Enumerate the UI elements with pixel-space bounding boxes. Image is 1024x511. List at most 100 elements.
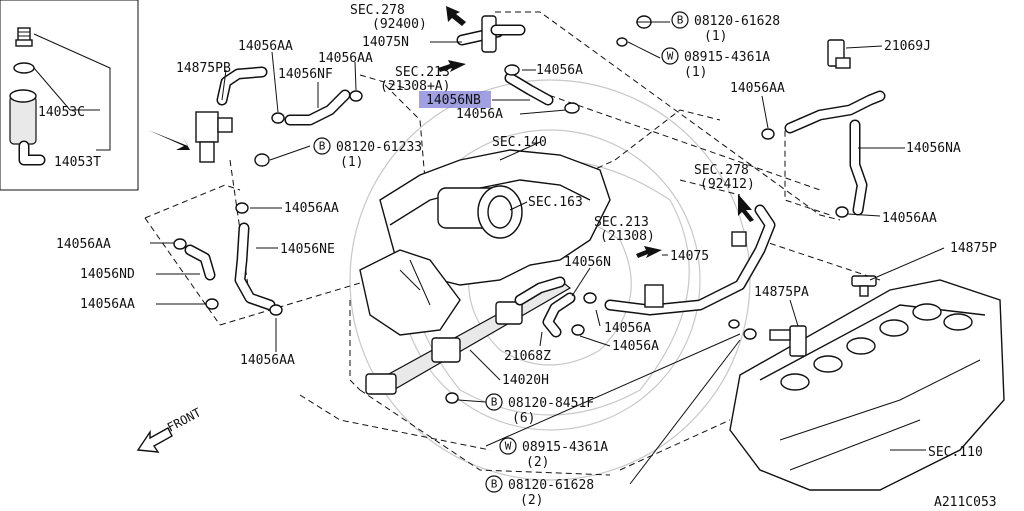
hose-14056N — [542, 292, 576, 338]
label-14020H: 14020H — [502, 373, 549, 388]
cylinder-ports — [780, 303, 973, 391]
label-14056AA-c: 14056AA — [730, 81, 785, 96]
label-14056A-c: 14056A — [604, 321, 651, 336]
label-sec213-mid: SEC.213 — [594, 215, 649, 230]
washer-icon — [13, 62, 35, 74]
water-pipe-14075 — [604, 204, 776, 316]
bolt-head-icon — [743, 328, 757, 340]
label-08120-61233-qty: (1) — [340, 155, 363, 170]
label-14053C: 14053C — [38, 105, 85, 120]
cylinder-head — [729, 279, 1005, 491]
bolt-symbol-text: B — [319, 140, 326, 153]
washer-icon — [616, 37, 628, 47]
arrow-inlet-icon — [148, 130, 190, 150]
label-14056A-d: 14056A — [612, 339, 659, 354]
label-sec213-top: SEC.213 — [395, 65, 450, 80]
clamp-icon — [571, 324, 585, 336]
label-sec278-mid: SEC.278 — [694, 163, 749, 178]
label-sec163: SEC.163 — [528, 195, 583, 210]
label-14875P: 14875P — [950, 241, 997, 256]
clamp-icon — [583, 292, 597, 304]
screw-icon — [15, 27, 33, 47]
label-08915-4361A-top: 08915-4361A — [684, 50, 770, 65]
front-label: FRONT — [165, 405, 203, 434]
label-14056A-b: 14056A — [456, 107, 503, 122]
front-arrow: FRONT — [136, 405, 203, 453]
clamp-icon — [504, 64, 520, 76]
clamp-icon — [205, 298, 219, 310]
direction-arrows — [148, 6, 754, 258]
canister-icon — [9, 89, 46, 166]
label-14056ND: 14056ND — [80, 267, 135, 282]
washer-symbol-icon — [499, 437, 517, 455]
label-14053T: 14053T — [54, 155, 101, 170]
clamp-icon — [173, 238, 187, 250]
label-14056AA-b: 14056AA — [318, 51, 373, 66]
arrow-sec213-top-icon — [438, 60, 466, 72]
clamp-icon — [235, 202, 249, 214]
clamp-icon — [564, 102, 580, 114]
label-14056NE: 14056NE — [280, 242, 335, 257]
label-sec278-top-num: (92400) — [372, 17, 427, 32]
label-14056AA-a: 14056AA — [238, 39, 293, 54]
label-14075N: 14075N — [362, 35, 409, 50]
hose-14056ND — [184, 244, 216, 281]
clamp-icon — [349, 90, 363, 102]
bolt-head-icon — [254, 153, 270, 167]
bolt-symbol-text: B — [491, 478, 498, 491]
hose-14056NA — [784, 90, 886, 216]
rail-14020H — [365, 276, 572, 395]
washer-icon — [728, 319, 740, 329]
hose-14056NE — [234, 222, 276, 311]
clip-21069J — [827, 39, 851, 69]
label-14875PA: 14875PA — [754, 285, 809, 300]
label-14056AA-g: 14056AA — [80, 297, 135, 312]
washer-symbol-text: W — [505, 440, 512, 453]
part-labels: SEC.278 (92400) 14075N B 08120-61628 (1)… — [56, 3, 997, 510]
arrow-sec213-mid-icon — [636, 246, 662, 258]
clamp-icon — [835, 206, 849, 218]
hose-14056NB — [504, 72, 554, 106]
label-08120-61628-top: 08120-61628 — [694, 14, 780, 29]
label-14056AA-e: 14056AA — [882, 211, 937, 226]
label-21068Z: 21068Z — [504, 349, 551, 364]
label-14875PB: 14875PB — [176, 61, 231, 76]
label-sec110: SEC.110 — [928, 445, 983, 460]
arrow-sec278-top-icon — [446, 6, 466, 26]
label-08120-61628-top-qty: (1) — [704, 29, 727, 44]
hose-clamps — [173, 15, 849, 404]
label-14056AA-d: 14056AA — [284, 201, 339, 216]
label-08120-61628-bot: 08120-61628 — [508, 478, 594, 493]
label-sec278-mid-num: (92412) — [700, 177, 755, 192]
hose-14056NF — [284, 89, 351, 126]
label-sec213-mid-num: (21308) — [600, 229, 655, 244]
inset-box: 14053C 14053T — [0, 0, 139, 191]
label-14056A-a: 14056A — [536, 63, 583, 78]
label-14056AA-f: 14056AA — [56, 237, 111, 252]
sensor-14875PA — [769, 325, 807, 357]
clamp-icon — [271, 112, 285, 124]
bolt-symbol-icon — [313, 137, 331, 155]
sensor-14875P — [851, 275, 877, 297]
label-08120-61628-bot-qty: (2) — [520, 493, 543, 508]
bolt-symbol-icon — [671, 11, 689, 29]
label-sec140: SEC.140 — [492, 135, 547, 150]
label-sec213-top-num: (21308+A) — [380, 79, 450, 94]
bolt-symbol-icon — [485, 393, 503, 411]
label-14056AA-h: 14056AA — [240, 353, 295, 368]
bolt-symbol-text: B — [491, 396, 498, 409]
label-08915-4361A-bot: 08915-4361A — [522, 440, 608, 455]
label-08915-4361A-bot-qty: (2) — [526, 455, 549, 470]
washer-symbol-icon — [661, 47, 679, 65]
label-21069J: 21069J — [884, 39, 931, 54]
intake-manifold — [359, 149, 611, 336]
label-14075: 14075 — [670, 249, 709, 264]
label-sec278-top: SEC.278 — [350, 3, 405, 18]
label-14056NB[interactable]: 14056NB — [426, 93, 481, 108]
label-14056NA: 14056NA — [906, 141, 961, 156]
label-08915-4361A-top-qty: (1) — [684, 65, 707, 80]
clamp-icon — [269, 304, 283, 316]
bolt-head-icon — [445, 392, 459, 404]
label-08120-61233: 08120-61233 — [336, 140, 422, 155]
